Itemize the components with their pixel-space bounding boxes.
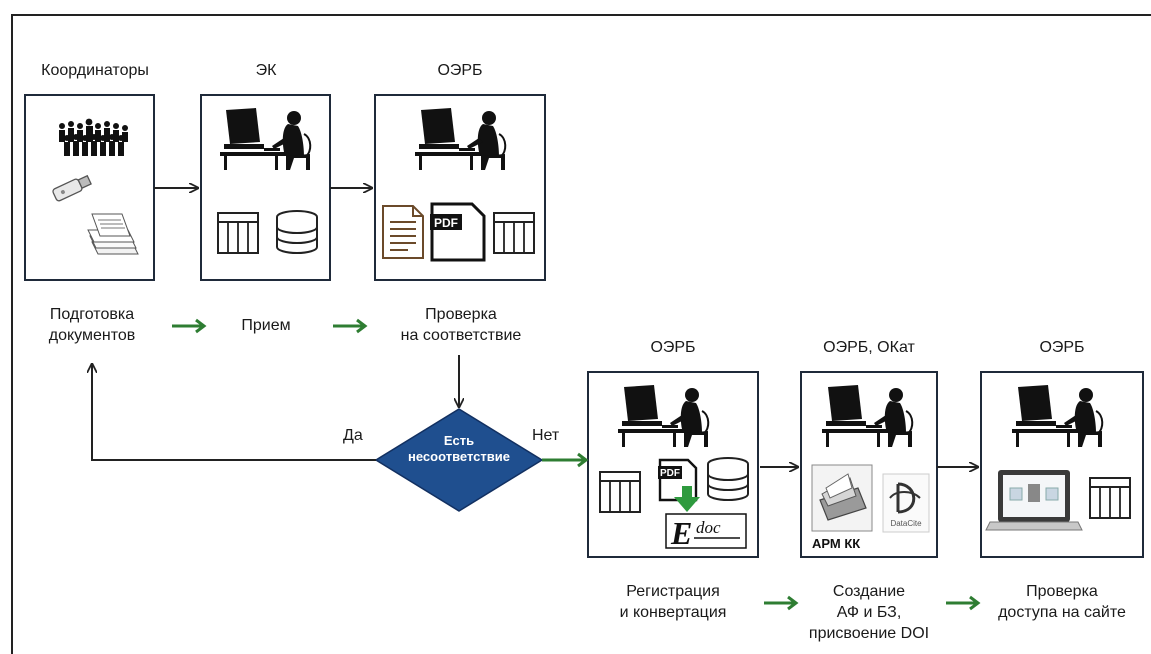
table-icon — [1089, 477, 1131, 519]
role-ek: ЭК — [255, 62, 277, 79]
datacite-logo: DataCite — [882, 473, 930, 533]
decision-diamond — [374, 408, 544, 512]
role-coordinators: Координаторы — [41, 62, 149, 79]
svg-text:E: E — [670, 515, 692, 551]
database-icon — [276, 210, 318, 254]
table-icon — [217, 212, 259, 254]
table-icon — [493, 212, 535, 254]
coordinators-box — [24, 94, 155, 281]
step-access: Проверка доступа на сайте — [998, 583, 1126, 621]
laptop-icon — [985, 470, 1083, 531]
paper-stack-icon — [87, 213, 139, 255]
step-receive: Прием — [241, 317, 291, 334]
green-arrow-2 — [331, 318, 367, 334]
green-arrow-1 — [170, 318, 206, 334]
arrow-no-head — [577, 452, 589, 468]
svg-text:PDF: PDF — [434, 216, 458, 230]
role-oerb-registration: ОЭРБ — [650, 339, 696, 356]
table-icon — [599, 471, 641, 513]
decision-label: Есть несоответствие — [408, 433, 510, 464]
usb-drive-icon — [52, 174, 92, 202]
oerb-check-box: PDF — [374, 94, 546, 281]
svg-text:DataCite: DataCite — [890, 519, 922, 528]
step-creation: Создание АФ и БЗ, присвоение DOI — [808, 583, 930, 642]
arrow-yes-to-prep — [92, 364, 376, 461]
role-oerb-check: ОЭРБ — [437, 62, 483, 79]
oerb-okat-box: АРМ КК DataCite — [800, 371, 938, 558]
step-check: Проверка на соответствие — [400, 306, 522, 344]
step-registration: Регистрация и конвертация — [619, 583, 727, 621]
diagram-frame — [11, 14, 1151, 654]
people-group-icon — [59, 118, 128, 156]
step-prep: Подготовка документов — [48, 306, 136, 344]
oerb-access-box — [980, 371, 1144, 558]
role-oerb-access: ОЭРБ — [1039, 339, 1085, 356]
oerb-registration-box: PDF E doc — [587, 371, 759, 558]
role-oerb-okat: ОЭРБ, ОКат — [823, 339, 915, 356]
ek-box — [200, 94, 331, 281]
edoc-logo: E doc — [665, 513, 747, 551]
yes-label: Да — [343, 427, 363, 444]
no-label: Нет — [532, 427, 560, 444]
arm-kk-label: АРМ КК — [812, 536, 860, 551]
catalog-card-icon — [811, 464, 873, 532]
green-arrow-4 — [944, 595, 980, 611]
document-icon — [382, 205, 424, 259]
svg-text:doc: doc — [696, 518, 721, 537]
svg-text:PDF: PDF — [660, 468, 680, 479]
pdf-icon: PDF — [430, 202, 486, 262]
download-arrow-icon — [674, 486, 700, 512]
green-arrow-3 — [762, 595, 798, 611]
database-icon — [707, 457, 749, 501]
